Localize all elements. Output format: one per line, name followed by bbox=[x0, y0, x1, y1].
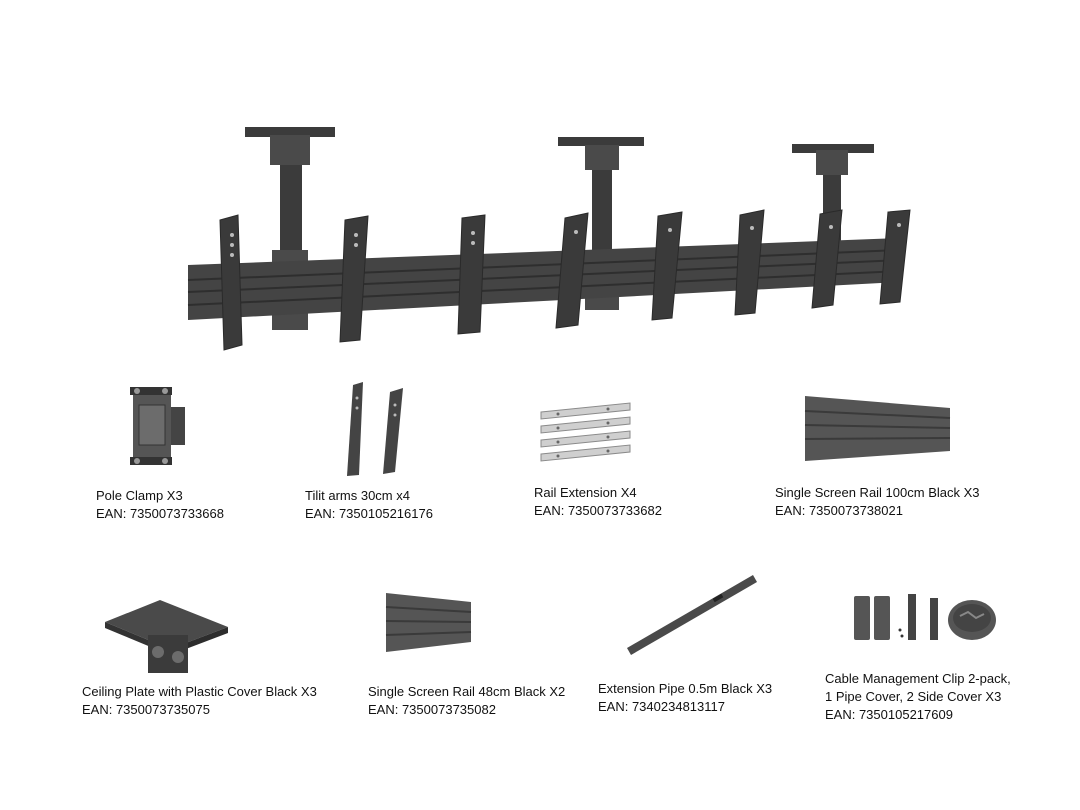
rail-extension-ean: EAN: 7350073733682 bbox=[534, 503, 662, 518]
rail-48cm-name: Single Screen Rail 48cm Black X2 bbox=[368, 684, 566, 699]
rail-extension-name: Rail Extension X4 bbox=[534, 485, 637, 500]
extension-pipe-name: Extension Pipe 0.5m Black X3 bbox=[598, 681, 773, 696]
tilt-arms-ean: EAN: 7350105216176 bbox=[305, 506, 433, 521]
rail-48cm-ean: EAN: 7350073735082 bbox=[368, 702, 496, 717]
ceiling-plate-image bbox=[105, 600, 228, 673]
rail-100cm-name: Single Screen Rail 100cm Black X3 bbox=[775, 485, 980, 500]
extension-pipe-ean: EAN: 7340234813117 bbox=[598, 699, 725, 714]
rail-48cm-image bbox=[385, 593, 472, 652]
pole-clamp-ean: EAN: 7350073733668 bbox=[96, 506, 224, 521]
assembled-mount-image bbox=[187, 127, 911, 351]
rail-extension-image bbox=[540, 402, 631, 462]
extension-pipe-image bbox=[627, 575, 757, 655]
cable-clip-image bbox=[854, 594, 996, 640]
cable-clip-name-line2: 1 Pipe Cover, 2 Side Cover X3 bbox=[825, 689, 1002, 704]
pole-clamp-image bbox=[130, 387, 185, 465]
rail-100cm-ean: EAN: 7350073738021 bbox=[775, 503, 903, 518]
tilt-arms-name: Tilit arms 30cm x4 bbox=[305, 488, 410, 503]
ceiling-plate-ean: EAN: 7350073735075 bbox=[82, 702, 210, 717]
rail-100cm-image bbox=[804, 396, 951, 461]
tilt-arms-image bbox=[347, 382, 403, 476]
pole-clamp-name: Pole Clamp X3 bbox=[96, 488, 183, 503]
ceiling-plate-name: Ceiling Plate with Plastic Cover Black X… bbox=[82, 684, 317, 699]
cable-clip-name-line1: Cable Management Clip 2-pack, bbox=[825, 671, 1011, 686]
cable-clip-ean: EAN: 7350105217609 bbox=[825, 707, 953, 722]
